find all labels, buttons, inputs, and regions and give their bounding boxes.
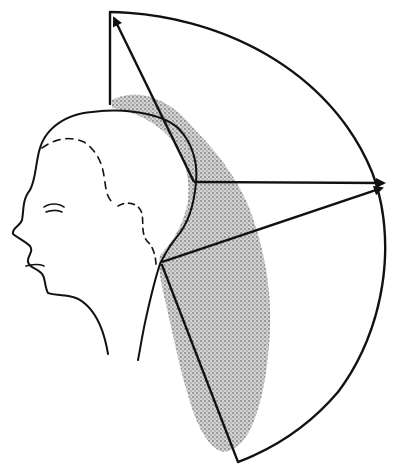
eye-line (44, 204, 64, 212)
head-outline (13, 111, 196, 360)
arrow-middle (194, 182, 384, 183)
mouth-line (26, 265, 44, 267)
hairline-dashed (42, 139, 112, 202)
ear-dashed (118, 203, 156, 266)
